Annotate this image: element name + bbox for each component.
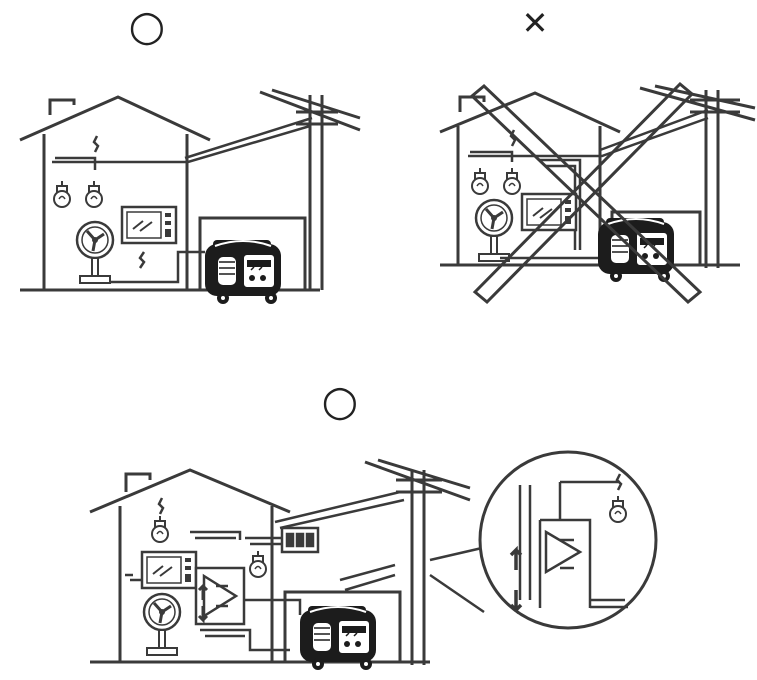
- verdict-symbol: ○: [322, 376, 359, 425]
- inverter-generator-icon: [205, 240, 281, 304]
- panel-correct-transfer-switch: ○: [90, 376, 656, 670]
- light-bulb-icon: [504, 168, 520, 194]
- transfer-switch-icon: [196, 568, 244, 624]
- light-bulb-icon: [250, 551, 266, 577]
- light-bulb-icon: [472, 168, 488, 194]
- generator-cable: [110, 252, 205, 282]
- microwave-icon: [122, 207, 176, 243]
- magnifier-callout-icon: [430, 452, 656, 628]
- verdict-symbol: ○: [129, 1, 166, 50]
- light-bulb-icon: [152, 516, 168, 542]
- utility-pole-icon: [365, 460, 470, 665]
- panel-correct-direct: ○: [20, 1, 360, 304]
- microwave-icon: [142, 552, 196, 588]
- fan-icon: [144, 594, 180, 655]
- panel-incorrect-direct: ✕: [440, 4, 755, 302]
- fuse-box-icon: [282, 528, 318, 552]
- fan-icon: [476, 200, 512, 261]
- inverter-generator-icon: [300, 606, 376, 670]
- light-bulb-icon: [86, 181, 102, 207]
- fan-icon: [77, 222, 113, 283]
- verdict-symbol: ✕: [522, 4, 549, 42]
- light-bulb-icon: [54, 181, 70, 207]
